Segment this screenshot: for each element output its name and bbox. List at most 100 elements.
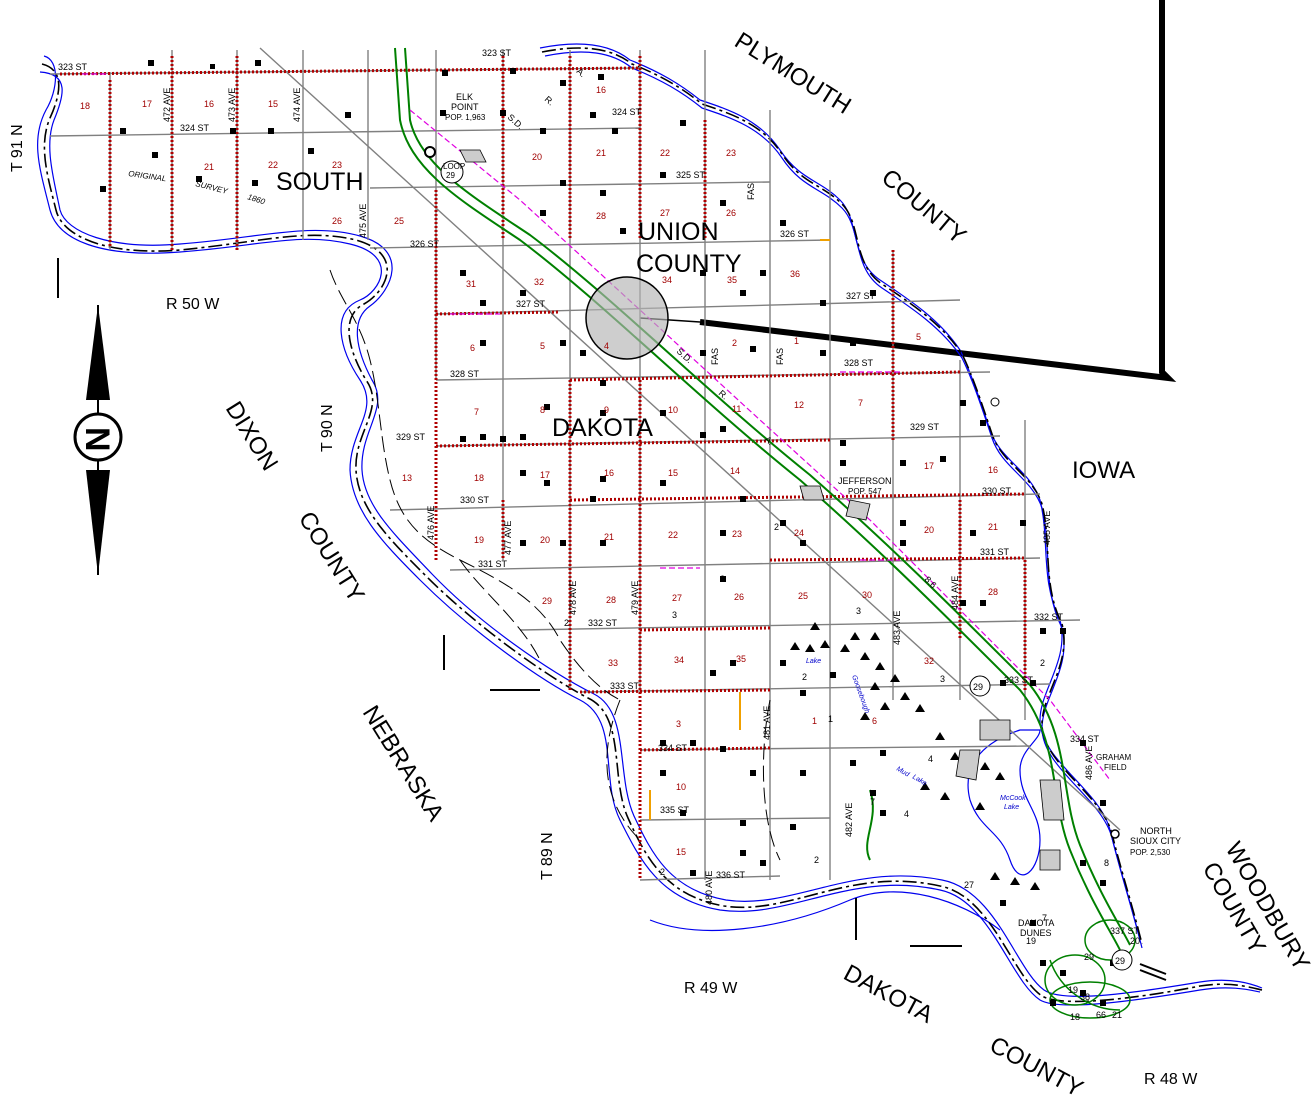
section-number: 1 bbox=[828, 714, 833, 724]
graham-field-label-2: FIELD bbox=[1104, 763, 1127, 772]
avenue-label: 481 AVE bbox=[762, 706, 772, 740]
section-number: 11 bbox=[732, 404, 741, 414]
north-letter: N bbox=[78, 427, 116, 452]
section-roads bbox=[59, 56, 1027, 880]
section-number: 3 bbox=[672, 610, 677, 620]
section-number: 15 bbox=[268, 99, 278, 109]
section-number: 28 bbox=[988, 587, 998, 597]
section-number: 2 bbox=[814, 855, 819, 865]
section-number: 22 bbox=[660, 148, 670, 158]
section-number: 3 bbox=[676, 719, 681, 729]
street-label: 333 ST bbox=[1004, 675, 1034, 685]
section-number: 27 bbox=[672, 593, 682, 603]
section-number: 18 bbox=[1070, 1012, 1080, 1022]
section-number: 22 bbox=[268, 160, 278, 170]
section-number: 4 bbox=[904, 809, 909, 819]
section-number: 15 bbox=[676, 847, 686, 857]
town-blocks bbox=[459, 149, 1065, 871]
street-label: 332 ST bbox=[1034, 612, 1064, 622]
street-label: 327 ST bbox=[516, 299, 546, 309]
avenue-label: 475 AVE bbox=[358, 204, 368, 238]
street-label: 330 ST bbox=[982, 486, 1012, 496]
section-number: 2 bbox=[774, 522, 779, 532]
section-number: 16 bbox=[988, 465, 998, 475]
section-number: 14 bbox=[730, 466, 740, 476]
section-number: 35 bbox=[727, 275, 737, 285]
section-number: 66 bbox=[1096, 1010, 1106, 1020]
section-number: 32 bbox=[924, 656, 934, 666]
t90-label: T 90 N bbox=[319, 404, 336, 452]
section-number: 5 bbox=[916, 332, 921, 342]
route-29-shield-1: 29 bbox=[973, 682, 983, 692]
section-number: 25 bbox=[798, 591, 808, 601]
avenue-labels: 472 AVE 473 AVE 474 AVE 475 AVE 476 AVE … bbox=[162, 88, 1094, 905]
street-labels: 323 ST 323 ST 324 ST 324 ST 325 ST 326 S… bbox=[58, 48, 1140, 936]
section-number: 2 bbox=[1040, 658, 1045, 668]
south-label: SOUTH bbox=[276, 168, 364, 196]
section-number: 20 bbox=[1130, 936, 1140, 946]
street-label: 333 ST bbox=[610, 681, 640, 691]
section-number: 10 bbox=[676, 782, 686, 792]
north-sioux-label-1: NORTH bbox=[1140, 826, 1172, 836]
section-number: 21 bbox=[604, 532, 614, 542]
section-number: 26 bbox=[734, 592, 744, 602]
street-label: 327 ST bbox=[846, 291, 876, 301]
avenue-label: 474 AVE bbox=[292, 88, 302, 122]
township-ticks bbox=[57, 258, 1167, 981]
avenue-label: 479 AVE bbox=[630, 581, 640, 615]
street-label: 329 ST bbox=[396, 432, 426, 442]
section-number: 38 bbox=[1080, 992, 1090, 1002]
avenue-label: 472 AVE bbox=[162, 88, 172, 122]
section-number: 2 bbox=[660, 867, 665, 877]
section-number: 4 bbox=[928, 754, 933, 764]
dixon-county-label: COUNTY bbox=[293, 507, 370, 607]
section-number: 21 bbox=[1112, 1010, 1122, 1020]
street-label: 336 ST bbox=[716, 870, 746, 880]
north-sioux-pop: POP. 2,530 bbox=[1130, 848, 1171, 857]
section-number: 7 bbox=[474, 407, 479, 417]
mile-label: 8.6 bbox=[923, 574, 939, 590]
section-number: 9 bbox=[604, 405, 609, 415]
section-number: 32 bbox=[534, 277, 544, 287]
avenue-label: 483 AVE bbox=[892, 611, 902, 645]
section-number: 7 bbox=[858, 398, 863, 408]
section-number: 2 bbox=[732, 338, 737, 348]
dakota-dunes-roads bbox=[1044, 919, 1136, 1019]
section-number: 23 bbox=[332, 160, 342, 170]
section-number: 3 bbox=[720, 574, 725, 584]
avenue-label: 480 AVE bbox=[704, 871, 714, 905]
street-label: 331 ST bbox=[980, 547, 1010, 557]
mud-label: Mud bbox=[895, 766, 911, 779]
bluff-lines bbox=[329, 269, 781, 861]
street-label: 323 ST bbox=[482, 48, 512, 58]
r49-label: R 49 W bbox=[684, 980, 738, 997]
street-label: 326 ST bbox=[780, 229, 810, 239]
original-survey-label: ORIGINAL bbox=[128, 169, 167, 183]
avenue-label: 476 AVE bbox=[426, 506, 436, 540]
section-number: 26 bbox=[726, 208, 736, 218]
mccook-lake-label: Lake bbox=[1004, 804, 1019, 811]
section-number: 25 bbox=[394, 216, 404, 226]
street-label: 332 ST bbox=[588, 618, 618, 628]
farmstead-markers bbox=[100, 60, 1116, 1006]
avenue-label: 485 AVE bbox=[1042, 511, 1052, 545]
avenue-label: 478 AVE bbox=[568, 581, 578, 615]
mccook-label: McCook bbox=[1000, 795, 1026, 802]
section-numbers: 18 17 16 15 21 22 23 26 25 16 20 21 22 2… bbox=[80, 85, 1140, 1022]
section-number: 36 bbox=[790, 269, 800, 279]
dakota-ne-label: DAKOTA bbox=[839, 959, 937, 1028]
fas-label-1: FAS bbox=[746, 183, 756, 200]
r-label-1: R. bbox=[543, 94, 556, 107]
section-number: 34 bbox=[662, 275, 672, 285]
lake-label: Lake bbox=[806, 658, 821, 665]
elk-point-pop: POP. 1,963 bbox=[445, 113, 486, 122]
street-label: 324 ST bbox=[612, 107, 642, 117]
street-label: 328 ST bbox=[450, 369, 480, 379]
section-number: 5 bbox=[540, 341, 545, 351]
section-number: 7 bbox=[870, 797, 875, 807]
union-county-label-1: UNION bbox=[638, 218, 719, 246]
section-number: 19 bbox=[1068, 985, 1078, 995]
fas-label-3: FAS bbox=[775, 348, 785, 365]
route-shields: LOOP 29 29 29 bbox=[424, 146, 1133, 971]
street-label: 328 ST bbox=[844, 358, 874, 368]
